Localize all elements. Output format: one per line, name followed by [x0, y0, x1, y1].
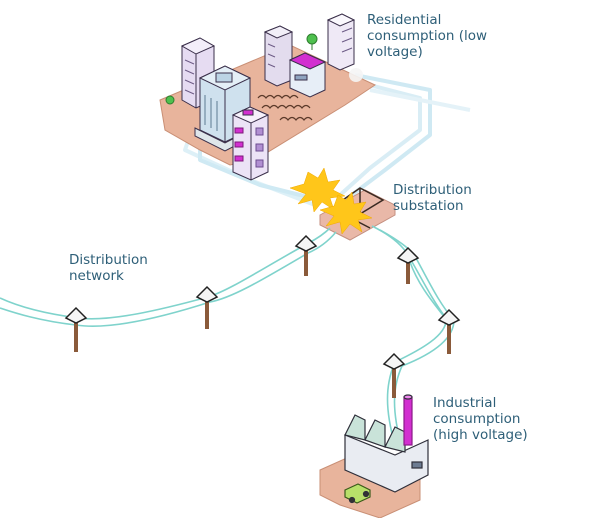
industrial-plant [319, 394, 429, 518]
pole [64, 306, 88, 352]
pole [396, 246, 420, 284]
spark-icon [319, 191, 373, 235]
pole [195, 285, 219, 329]
building-right [326, 13, 356, 71]
residential-consumption-label: Residential consumption (low voltage) [367, 12, 488, 60]
building-front [231, 106, 270, 181]
spark-icons [289, 167, 373, 235]
distribution-network-label: Distribution network [69, 252, 148, 284]
pole [294, 234, 318, 276]
pole [437, 308, 461, 354]
distribution-substation-label: Distribution substation [393, 182, 472, 214]
industrial-consumption-label: Industrial consumption (high voltage) [433, 395, 528, 443]
utility-poles [64, 234, 461, 398]
building-house [288, 52, 327, 98]
parking-lot [257, 94, 313, 121]
building-middle [263, 25, 294, 87]
trees [165, 33, 318, 105]
residential-buildings [165, 13, 356, 181]
pole [382, 352, 406, 398]
